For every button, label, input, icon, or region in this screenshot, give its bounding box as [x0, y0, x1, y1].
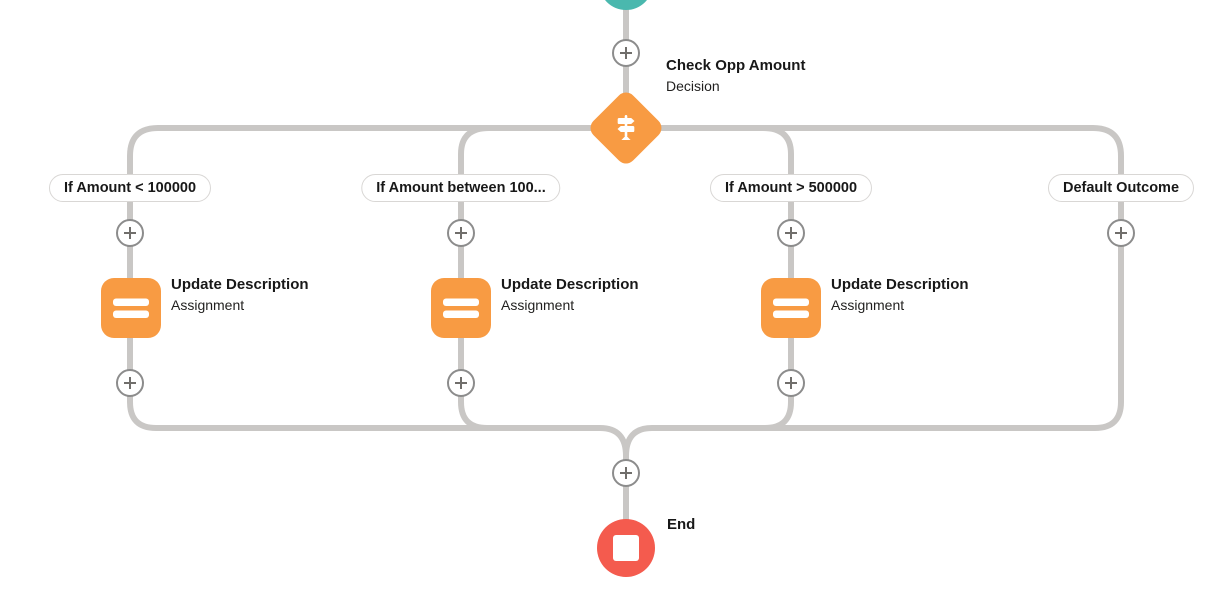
- assignment-node-2-label: Update Description Assignment: [501, 275, 639, 315]
- assignment-node-3[interactable]: [761, 278, 821, 338]
- plus-icon: [455, 227, 467, 239]
- stop-square-icon: [613, 535, 639, 561]
- connector-merge-right: [623, 425, 1095, 478]
- branch-label-2: If Amount between 100...: [361, 174, 561, 202]
- decision-node[interactable]: [586, 88, 666, 168]
- add-element-button[interactable]: [612, 39, 640, 67]
- plus-icon: [620, 47, 632, 59]
- plus-icon: [124, 227, 136, 239]
- start-node[interactable]: [599, 0, 653, 10]
- connector-branch-4: [1092, 125, 1124, 431]
- decision-title: Check Opp Amount: [666, 57, 806, 74]
- signpost-icon: [598, 100, 654, 156]
- add-element-button[interactable]: [447, 369, 475, 397]
- branch-label-3: If Amount > 500000: [709, 174, 873, 202]
- assignment-node-1[interactable]: [101, 278, 161, 338]
- add-element-button[interactable]: [116, 219, 144, 247]
- assignment-title: Update Description: [501, 276, 639, 293]
- assignment-title: Update Description: [171, 276, 309, 293]
- plus-icon: [455, 377, 467, 389]
- end-title: End: [667, 516, 696, 533]
- plus-icon: [620, 467, 632, 479]
- add-element-button[interactable]: [777, 369, 805, 397]
- assignment-title: Update Description: [831, 276, 969, 293]
- decision-node-label: Check Opp Amount Decision: [666, 56, 805, 96]
- plus-icon: [124, 377, 136, 389]
- connector-merge-left: [156, 425, 629, 478]
- add-element-button[interactable]: [116, 369, 144, 397]
- equals-bars-icon: [113, 298, 149, 318]
- assignment-node-3-label: Update Description Assignment: [831, 275, 969, 315]
- assignment-node-2[interactable]: [431, 278, 491, 338]
- branch-label-4: Default Outcome: [1047, 174, 1195, 202]
- assignment-node-1-label: Update Description Assignment: [171, 275, 309, 315]
- end-node[interactable]: [597, 519, 655, 577]
- add-element-button[interactable]: [612, 459, 640, 487]
- plus-icon: [1115, 227, 1127, 239]
- equals-bars-icon: [443, 298, 479, 318]
- branch-label-1: If Amount < 100000: [48, 174, 212, 202]
- plus-icon: [785, 377, 797, 389]
- assignment-subtitle: Assignment: [831, 297, 905, 313]
- add-element-button[interactable]: [447, 219, 475, 247]
- equals-bars-icon: [773, 298, 809, 318]
- end-node-label: End: [667, 515, 695, 535]
- assignment-subtitle: Assignment: [171, 297, 245, 313]
- assignment-subtitle: Assignment: [501, 297, 575, 313]
- add-element-button[interactable]: [777, 219, 805, 247]
- plus-icon: [785, 227, 797, 239]
- add-element-button[interactable]: [1107, 219, 1135, 247]
- decision-subtitle: Decision: [666, 78, 720, 94]
